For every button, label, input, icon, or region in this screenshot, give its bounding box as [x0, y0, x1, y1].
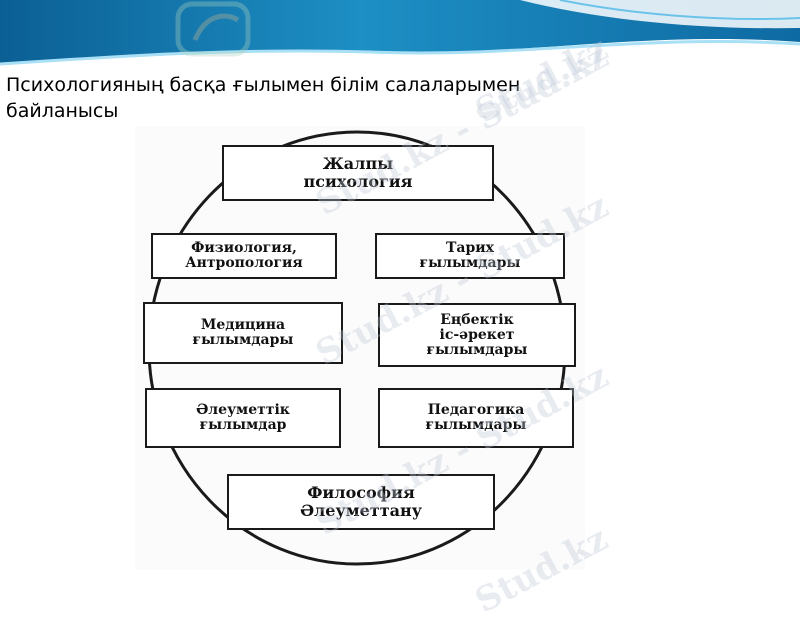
box-philosophy-sociology: Философия Әлеуметтану [227, 474, 495, 530]
header-band [0, 0, 800, 70]
slide-title-line1: Психологияның басқа ғылымен білім салала… [6, 74, 521, 96]
box-social-sciences: Әлеуметтік ғылымдар [145, 388, 341, 448]
box-labor-activity-sciences: Еңбектік іс-әрекет ғылымдары [378, 303, 576, 367]
box-medical-sciences: Медицина ғылымдары [143, 302, 343, 364]
relations-diagram: Жалпы психология Физиология, Антропологи… [135, 126, 585, 570]
header-wave [0, 0, 800, 66]
slide-title: Психологияның басқа ғылымен білім салала… [6, 72, 626, 124]
box-physiology-anthropology: Физиология, Антропология [151, 233, 337, 279]
box-history-sciences: Тарих ғылымдары [375, 233, 565, 279]
box-pedagogy-sciences: Педагогика ғылымдары [378, 388, 574, 448]
box-general-psychology: Жалпы психология [222, 145, 494, 201]
slide-title-line2: байланысы [6, 100, 119, 122]
